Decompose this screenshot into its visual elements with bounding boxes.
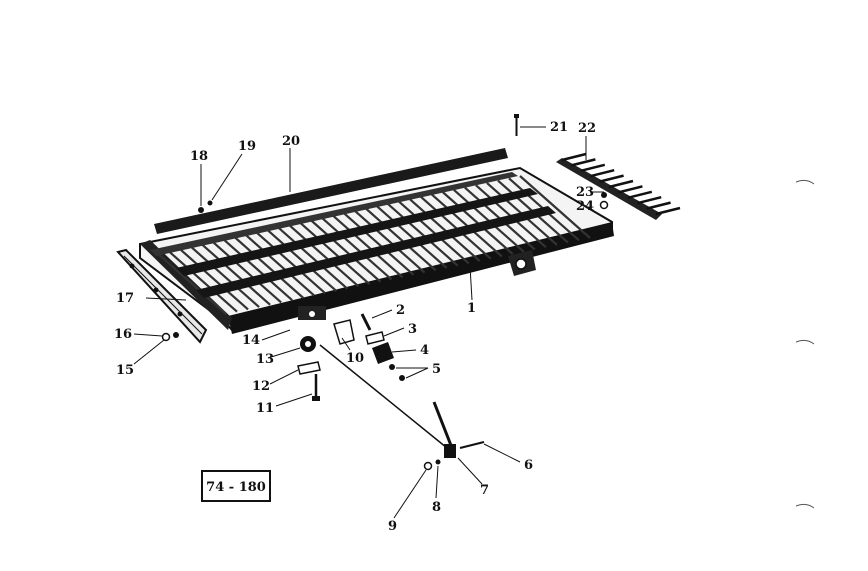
louver-slat — [386, 202, 459, 267]
label-6: 6 — [524, 458, 533, 473]
rear-bracket — [508, 250, 536, 276]
louver-slat — [419, 195, 492, 260]
bracket-10 — [333, 319, 355, 345]
label-17: 17 — [116, 291, 134, 306]
label-9: 9 — [388, 519, 397, 534]
label-3: 3 — [408, 322, 417, 337]
label-10: 10 — [346, 351, 364, 366]
comb-finger — [655, 206, 681, 216]
label-15: 15 — [116, 363, 134, 378]
label-1: 1 — [467, 301, 476, 316]
washer-19 — [207, 200, 213, 206]
louver-slat — [155, 251, 227, 315]
adjust-lever — [432, 401, 485, 458]
plate-3 — [365, 331, 385, 345]
comb-finger — [580, 163, 606, 173]
louver-slat — [276, 225, 349, 290]
bolt-16 — [173, 332, 179, 338]
washer-23 — [601, 192, 607, 198]
label-4: 4 — [420, 343, 429, 358]
rail-3 — [150, 172, 518, 256]
label-24: 24 — [576, 199, 594, 214]
comb-finger — [627, 190, 653, 200]
rubber-block-4 — [372, 342, 394, 364]
nut-9 — [423, 461, 433, 471]
louver-slat — [199, 241, 271, 306]
label-12: 12 — [252, 379, 270, 394]
comb-finger — [636, 195, 662, 205]
louver-slat — [265, 228, 338, 292]
comb-finger — [646, 201, 671, 210]
label-7: 7 — [480, 483, 489, 498]
louver-slat — [232, 235, 304, 299]
comb-finger — [571, 158, 596, 167]
comb-finger — [589, 168, 615, 178]
label-20: 20 — [282, 134, 300, 149]
comb-finger — [561, 152, 587, 162]
comb-finger — [618, 185, 643, 194]
nut-5a — [389, 364, 395, 370]
label-22: 22 — [578, 121, 596, 136]
label-18: 18 — [190, 149, 208, 164]
louver-slat — [210, 239, 282, 304]
label-14: 14 — [242, 333, 260, 348]
louver-slat — [375, 205, 448, 269]
comb-finger — [599, 174, 624, 183]
label-16: 16 — [114, 327, 132, 342]
louver-slat — [408, 198, 481, 262]
label-11: 11 — [256, 401, 274, 416]
label-8: 8 — [432, 500, 441, 515]
finger-comb — [556, 152, 681, 220]
louver-slat — [221, 237, 293, 302]
lower-bracket — [298, 306, 326, 320]
reference-code: 74 - 180 — [206, 480, 266, 495]
louver-slat — [298, 221, 371, 285]
reference-code-box: 74 - 180 — [201, 470, 271, 502]
label-2: 2 — [396, 303, 405, 318]
part-labels: 18 19 20 21 22 23 24 1 17 16 15 14 13 12… — [114, 120, 596, 534]
louver-slat — [166, 248, 238, 313]
margin-marks — [795, 179, 815, 509]
label-21: 21 — [550, 120, 568, 135]
washer-8 — [435, 459, 441, 465]
bolt-21 — [514, 114, 519, 136]
adjustment-rod — [319, 344, 453, 453]
bolt-2 — [360, 313, 372, 331]
rail-2 — [196, 206, 556, 298]
frame-left-edge — [140, 240, 232, 330]
bolt-11 — [312, 374, 320, 401]
sieve-frame — [139, 148, 614, 334]
louver-slat — [519, 175, 591, 239]
nut-15 — [161, 332, 171, 342]
label-13: 13 — [256, 352, 274, 367]
louver-slat — [188, 244, 260, 308]
louver-slat — [397, 200, 470, 265]
louver-slat — [364, 207, 437, 272]
louver-slat — [287, 223, 360, 288]
louver-slat — [353, 209, 426, 274]
comb-finger — [608, 179, 634, 189]
side-plate — [116, 248, 208, 344]
label-23: 23 — [576, 185, 594, 200]
comb-fingers — [561, 152, 681, 216]
plate-12 — [297, 361, 321, 375]
louver-slat — [309, 218, 382, 283]
top-seal-strip — [154, 148, 508, 234]
louver-slat — [331, 214, 404, 278]
bolt-18 — [198, 207, 204, 213]
louver-slats — [155, 175, 591, 315]
label-19: 19 — [238, 139, 256, 154]
rail-1 — [176, 188, 538, 276]
nut-5b — [399, 375, 405, 381]
louver-slat — [320, 216, 393, 281]
louver-slat — [243, 232, 315, 297]
louver-slat — [342, 212, 415, 276]
leader-lines — [133, 126, 604, 519]
nut-24 — [599, 200, 609, 210]
label-5: 5 — [432, 362, 441, 377]
louver-slat — [177, 246, 249, 311]
louver-slat — [254, 230, 327, 295]
